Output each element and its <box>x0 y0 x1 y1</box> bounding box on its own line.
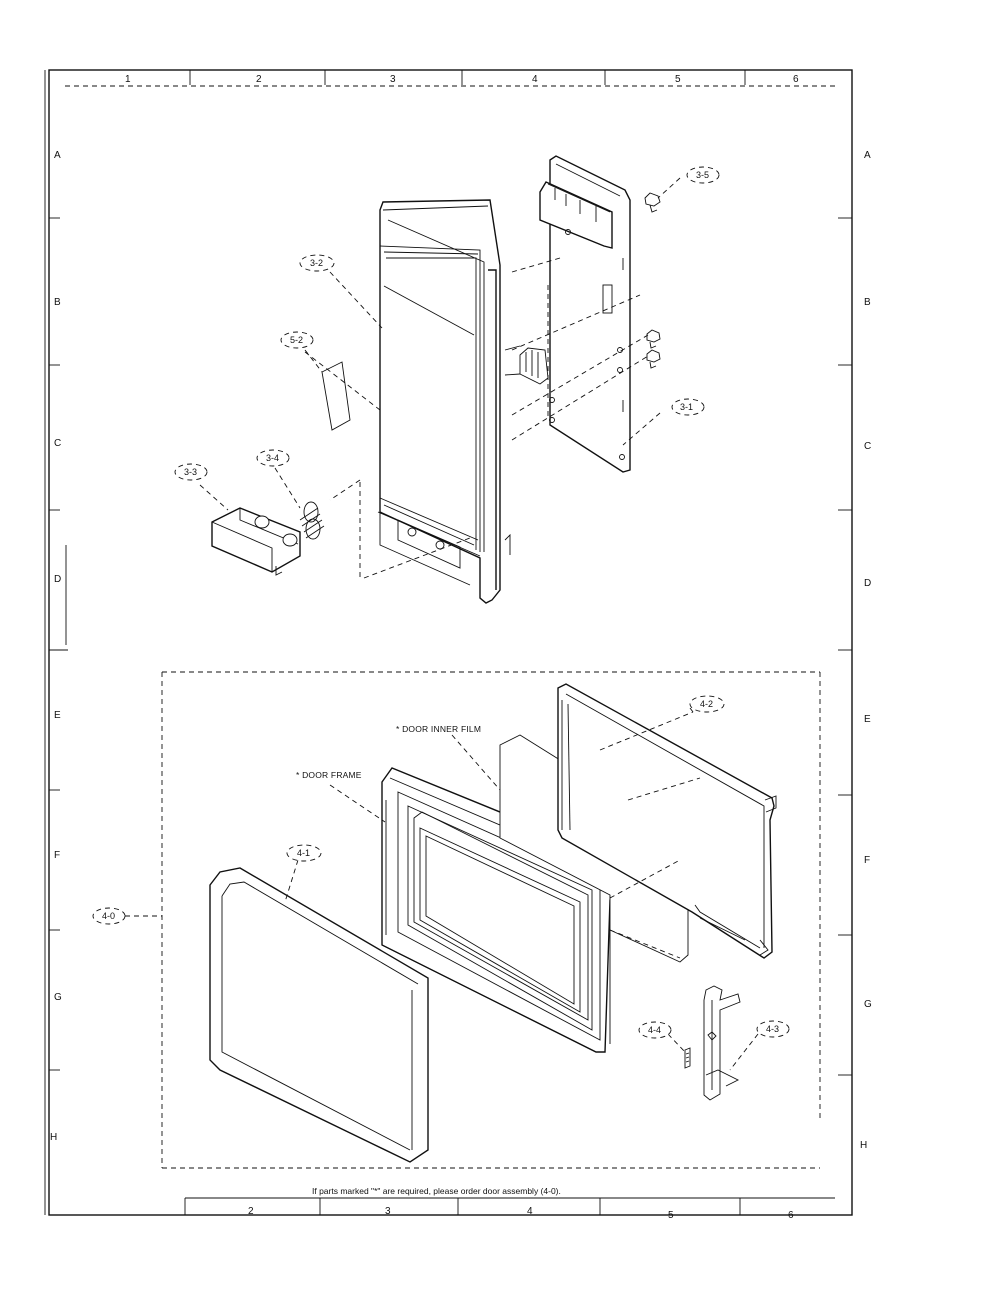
control-panel-frame <box>377 199 511 604</box>
footnote: If parts marked "*" are required, please… <box>312 1186 561 1196</box>
label-door-frame: * DOOR FRAME <box>296 770 362 780</box>
col-label-top: 5 <box>675 74 681 85</box>
callout-4-4: 4-4 <box>638 1021 672 1039</box>
door-assembly-boundary <box>125 671 821 1169</box>
row-label-left: F <box>54 850 60 861</box>
svg-text:3-4: 3-4 <box>266 453 279 463</box>
callout-4-3: 4-3 <box>756 1020 790 1038</box>
lower-leader-lines <box>284 707 759 1071</box>
callout-4-2: 4-2 <box>689 695 725 713</box>
row-label-right: A <box>864 150 871 161</box>
svg-text:4-2: 4-2 <box>700 699 713 709</box>
row-label-right: C <box>864 441 871 452</box>
callout-3-2: 3-2 <box>299 254 335 272</box>
row-label-right: G <box>864 999 872 1010</box>
col-label-bottom: 5 <box>668 1210 674 1221</box>
col-label-bottom: 2 <box>248 1206 254 1217</box>
svg-text:3-1: 3-1 <box>680 402 693 412</box>
svg-text:4-4: 4-4 <box>648 1025 661 1035</box>
svg-text:5-2: 5-2 <box>290 335 303 345</box>
callout-3-4: 3-4 <box>256 449 290 467</box>
row-label-left: A <box>54 150 61 161</box>
row-label-left: E <box>54 710 61 721</box>
row-label-right: E <box>864 714 871 725</box>
col-label-bottom: 4 <box>527 1206 533 1217</box>
label-door-inner-film: * DOOR INNER FILM <box>396 724 481 734</box>
button-block-3-3 <box>211 507 301 576</box>
spring-3-4 <box>299 501 325 540</box>
door-panel-4-1 <box>209 867 429 1163</box>
row-label-right: F <box>864 855 870 866</box>
row-label-left: B <box>54 297 61 308</box>
row-label-right: B <box>864 297 871 308</box>
col-label-top: 6 <box>793 74 799 85</box>
callout-3-3: 3-3 <box>174 463 208 481</box>
col-label-bottom: 6 <box>788 1210 794 1221</box>
svg-text:4-3: 4-3 <box>766 1024 779 1034</box>
upper-leader-lines <box>199 177 681 579</box>
svg-text:3-2: 3-2 <box>310 258 323 268</box>
spring-4-4 <box>684 1047 691 1069</box>
door-frame <box>381 767 632 1053</box>
row-label-left: D <box>54 574 61 585</box>
screw-3-5 <box>644 192 661 213</box>
pcb-board <box>504 155 631 473</box>
col-label-bottom: 3 <box>385 1206 391 1217</box>
col-label-top: 1 <box>125 74 131 85</box>
svg-text:3-3: 3-3 <box>184 467 197 477</box>
grid-labels: 1 2 3 4 5 6 2 3 4 5 6 A B C D E F G H A … <box>50 74 872 1221</box>
latch-4-3 <box>703 985 741 1101</box>
screw-pcb-2 <box>646 349 661 369</box>
row-label-left: C <box>54 438 61 449</box>
row-label-right: D <box>864 578 871 589</box>
callout-5-2: 5-2 <box>280 331 314 349</box>
col-label-top: 3 <box>390 74 396 85</box>
row-label-left: H <box>50 1132 57 1143</box>
callout-3-5: 3-5 <box>686 166 720 184</box>
row-label-right: H <box>860 1140 867 1151</box>
svg-text:3-5: 3-5 <box>696 170 709 180</box>
col-label-top: 2 <box>256 74 262 85</box>
col-label-top: 4 <box>532 74 538 85</box>
svg-text:4-1: 4-1 <box>297 848 310 858</box>
callout-3-1: 3-1 <box>671 398 705 416</box>
choke-4-2 <box>557 683 777 959</box>
svg-text:4-0: 4-0 <box>102 911 115 921</box>
screw-pcb-1 <box>646 329 661 349</box>
decal-5-2 <box>321 361 351 431</box>
callout-4-1: 4-1 <box>286 844 322 862</box>
row-label-left: G <box>54 992 62 1003</box>
drawing-border <box>44 69 853 1216</box>
callout-4-0: 4-0 <box>92 907 126 925</box>
